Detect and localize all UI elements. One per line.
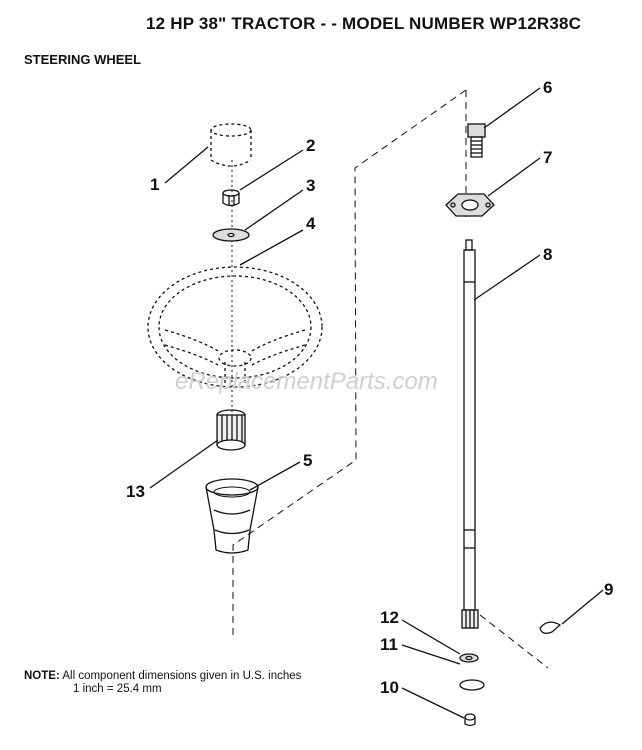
callout-6: 6	[543, 78, 552, 97]
callout-11: 11	[380, 635, 398, 654]
small-washer-part	[459, 653, 479, 663]
flange-bearing-part	[445, 193, 495, 217]
retaining-ring-part	[459, 679, 485, 691]
spline-adapter-part	[216, 409, 246, 451]
note-label: NOTE:	[24, 670, 60, 682]
callout-1: 1	[150, 175, 159, 194]
cap-part	[210, 123, 252, 167]
callout-8: 8	[543, 245, 552, 264]
callout-4: 4	[306, 214, 316, 233]
note-line-1: All component dimensions given in U.S. i…	[62, 670, 302, 682]
washer-part	[212, 228, 250, 242]
callout-10: 10	[380, 678, 399, 697]
steering-wheel-part	[147, 266, 323, 388]
callout-3: 3	[306, 176, 315, 195]
nut-part	[222, 189, 240, 207]
note-line-2: 1 inch = 25.4 mm	[73, 683, 162, 695]
section-title: STEERING WHEEL	[24, 52, 142, 67]
page-title: 12 HP 38" TRACTOR - - MODEL NUMBER WP12R…	[146, 14, 582, 33]
callout-12: 12	[380, 608, 399, 627]
callout-7: 7	[543, 148, 552, 167]
boot-part	[205, 478, 259, 554]
callout-5: 5	[303, 451, 312, 470]
bolt-part	[467, 123, 486, 158]
hairpin-part	[539, 621, 562, 634]
watermark: eReplacementParts.com	[175, 368, 438, 395]
bottom-nut-part	[464, 713, 476, 727]
dimension-note: NOTE: All component dimensions given in …	[24, 670, 301, 696]
steering-shaft-part	[461, 239, 479, 629]
callout-9: 9	[604, 580, 613, 599]
callout-13: 13	[126, 482, 145, 501]
callout-2: 2	[306, 136, 315, 155]
